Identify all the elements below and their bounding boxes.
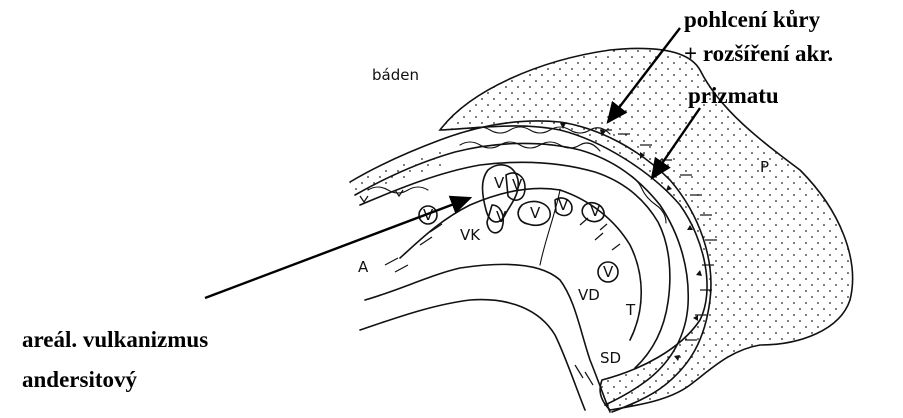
annotation-crust-absorption-line2: + rozšíření akr.	[684, 42, 833, 65]
label-vk: VK	[460, 226, 481, 244]
inner-fault-3	[540, 190, 560, 265]
basin-lower-edge	[360, 300, 585, 410]
svg-text:V: V	[494, 174, 505, 192]
label-sd: SD	[600, 349, 621, 367]
svg-text:V: V	[496, 208, 507, 226]
annotation-volcanism-line1: areál. vulkanizmus	[22, 328, 208, 351]
annotation-crust-absorption-line3: prizmatu	[688, 84, 779, 107]
label-a: A	[358, 258, 369, 276]
label-p: P	[760, 158, 769, 176]
label-t: T	[625, 301, 636, 319]
label-vd: VD	[578, 286, 600, 304]
basin-outline	[365, 264, 610, 412]
svg-text:V: V	[558, 196, 569, 214]
period-label: báden	[372, 66, 419, 84]
svg-text:V: V	[512, 176, 523, 194]
annotation-volcanism-line2: andersitový	[22, 368, 137, 391]
arrow-volcanism	[205, 198, 470, 298]
annotation-crust-absorption-line1: pohlcení kůry	[684, 8, 820, 31]
svg-text:V: V	[530, 204, 541, 222]
svg-text:V: V	[590, 202, 601, 220]
svg-text:V: V	[603, 263, 614, 281]
